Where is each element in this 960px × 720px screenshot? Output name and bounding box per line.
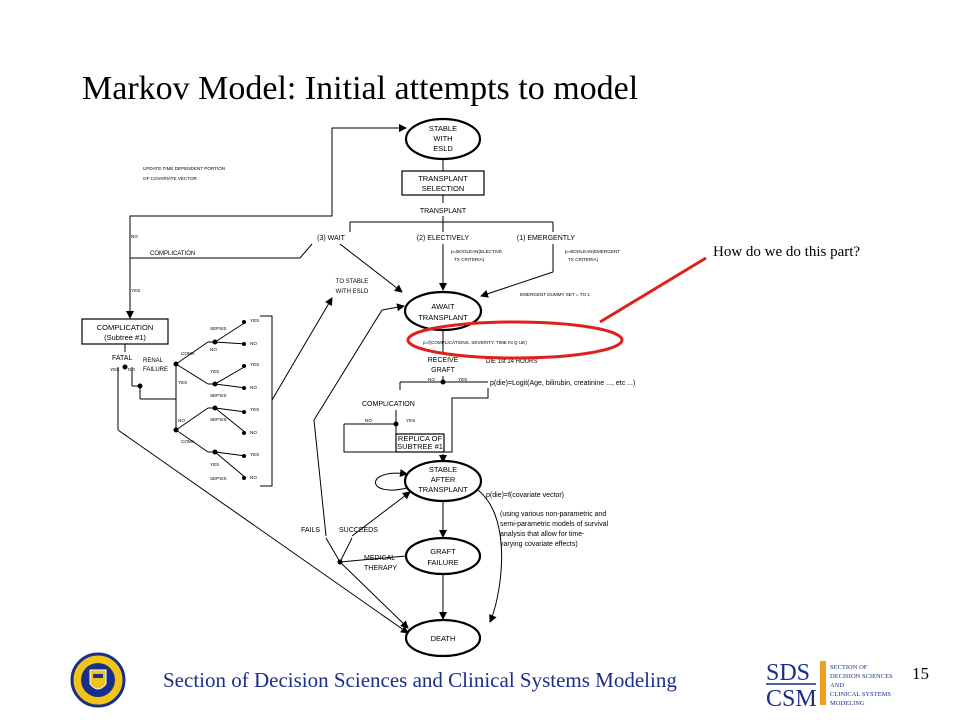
yes-left-label: YES <box>131 288 140 293</box>
logo-line-3: AND <box>830 682 844 689</box>
receive-graft-line1: RECEIVE <box>428 357 459 364</box>
graft-line2: FAILURE <box>427 558 458 567</box>
after-line3: TRANSPLANT <box>418 485 468 494</box>
branch-wait: (3) WAIT <box>317 235 345 242</box>
elective-p-line1: p=BOOLEAN(ELECTIVE <box>451 249 502 254</box>
update-line1: UPDATE TIME DEPENDENT PORTION <box>143 166 225 171</box>
callout-question: How do we do this part? <box>713 244 861 260</box>
state-death: DEATH <box>404 618 482 658</box>
fails-label: FAILS <box>301 527 320 534</box>
leaf-no-2: NO <box>250 385 257 390</box>
sepsis-leaves <box>214 320 247 480</box>
mid-no-label: NO <box>365 418 372 423</box>
after-line1: STABLE <box>429 465 457 474</box>
update-line2: OF COVARIATE VECTOR <box>143 176 198 181</box>
footer-section-title: Section of Decision Sciences and Clinica… <box>163 668 677 692</box>
to-stable-line1: TO STABLE <box>336 279 368 285</box>
medical-line2: THERAPY <box>364 565 397 572</box>
coma-label-2: COMA <box>181 439 196 444</box>
logo-line-1: SECTION OF <box>830 664 868 671</box>
transplant-label: TRANSPLANT <box>420 208 467 215</box>
complication-mid-label: COMPLICATION <box>362 401 415 408</box>
p-die-cov-label: p(die)=f(covariate vector) <box>486 492 564 499</box>
survival-note-4: varying covariate effects) <box>500 541 578 548</box>
selection-line2: SELECTION <box>422 184 465 193</box>
die-yes-label: YES <box>458 377 467 382</box>
replica-subtree-box: REPLICA OF SUBTREE #1 <box>395 433 445 453</box>
leaf-yes-4: YES <box>250 452 259 457</box>
emergent-dummy-label: EMERGENT DUMMY SET = TO 1 <box>520 292 590 297</box>
mid-yes-label: YES <box>406 418 415 423</box>
to-stable-line2: WITH ESLD <box>336 289 369 295</box>
death-label: DEATH <box>431 634 456 643</box>
receive-graft-line2: GRAFT <box>431 367 455 374</box>
logo-line-5: MODELING <box>830 700 865 707</box>
no-label-s1: NO <box>210 347 217 352</box>
yes-label-s2: YES <box>210 369 219 374</box>
state-graft-failure: GRAFT FAILURE <box>404 536 482 576</box>
await-p-label: p=f(COMPLICATIONS, SEVERITY, TIME IN Q U… <box>423 340 527 345</box>
graft-line1: GRAFT <box>430 547 456 556</box>
await-line2: TRANSPLANT <box>418 313 468 322</box>
renal-line1: RENAL <box>143 358 164 364</box>
sdscsm-logo: SDS CSM SECTION OF DECISION SCIENCES AND… <box>766 660 893 708</box>
leaf-no-1: NO <box>250 341 257 346</box>
slide-title: Markov Model: Initial attempts to model <box>82 70 639 107</box>
logo-line-2: DECISION SCIENCES <box>830 673 893 680</box>
emergent-p-line1: p=BOOLEAN(EMERGENT <box>565 249 620 254</box>
leaf-no-3: NO <box>250 430 257 435</box>
after-line2: AFTER <box>431 475 456 484</box>
leaf-yes-2: YES <box>250 362 259 367</box>
replica-line2: SUBTREE #1 <box>397 442 443 451</box>
transplant-selection-box: TRANSPLANT SELECTION <box>401 170 485 196</box>
sepsis-label-2: SEPSIS <box>210 393 227 398</box>
emergent-p-line2: TX CRITERIA) <box>568 257 599 262</box>
branch-emergently: (1) EMERGENTLY <box>517 235 576 242</box>
sepsis-label-4: SEPSIS <box>210 476 227 481</box>
state-stable-with-esld: STABLE WITH ESLD <box>404 117 482 161</box>
yes-label-s4: YES <box>210 462 219 467</box>
callout-line <box>599 256 707 324</box>
logo-csm: CSM <box>766 686 817 708</box>
logo-sds: SDS <box>766 660 810 686</box>
selection-line1: TRANSPLANT <box>418 174 468 183</box>
leaf-yes-3: YES <box>250 407 259 412</box>
logo-line-4: CLINICAL SYSTEMS <box>830 691 891 698</box>
complication-top-label: COMPLICATION <box>150 251 195 257</box>
leaf-no-4: NO <box>250 475 257 480</box>
replica-line1: REPLICA OF <box>398 434 443 443</box>
state-stable-after-transplant: STABLE AFTER TRANSPLANT <box>403 459 483 503</box>
die-no-label: NO <box>428 377 435 382</box>
no-label-a: NO <box>178 418 185 423</box>
p-die-logit-label: p(die)=Logit(Age, bilirubin, creatinine … <box>490 380 635 387</box>
complication-box-line2: (Subtree #1) <box>104 333 146 342</box>
university-seal-logo <box>70 652 126 708</box>
stable-esld-line2: WITH <box>433 134 452 143</box>
stable-esld-line1: STABLE <box>429 124 457 133</box>
page-number: 15 <box>912 664 929 683</box>
renal-line2: FAILURE <box>143 367 168 373</box>
await-line1: AWAIT <box>431 302 455 311</box>
survival-note-2: semi-parametric models of survival <box>500 521 609 528</box>
complication-subtree-box: COMPLICATION (Subtree #1) <box>81 318 169 345</box>
callout-ellipse <box>406 320 624 360</box>
survival-note-1: (using various non-parametric and <box>500 511 606 518</box>
complication-box-line1: COMPLICATION <box>97 323 154 332</box>
die-first-24-label: DIE 1st 24 HOURS <box>486 359 537 365</box>
branch-electively: (2) ELECTIVELY <box>417 235 470 242</box>
sepsis-label-3: SEPSIS <box>210 417 227 422</box>
no-left-label: NO <box>131 234 138 239</box>
sepsis-label-1: SEPSIS <box>210 326 227 331</box>
elective-p-line2: TX CRITERIA) <box>454 257 485 262</box>
fatal-yes-label: YES <box>110 367 119 372</box>
yes-label-a: YES <box>178 380 187 385</box>
fatal-label: FATAL <box>112 355 132 362</box>
stable-esld-line3: ESLD <box>433 144 453 153</box>
coma-label-1: COMA <box>181 351 196 356</box>
leaf-yes-1: YES <box>250 318 259 323</box>
survival-note-3: analysis that allow for time- <box>500 531 585 538</box>
